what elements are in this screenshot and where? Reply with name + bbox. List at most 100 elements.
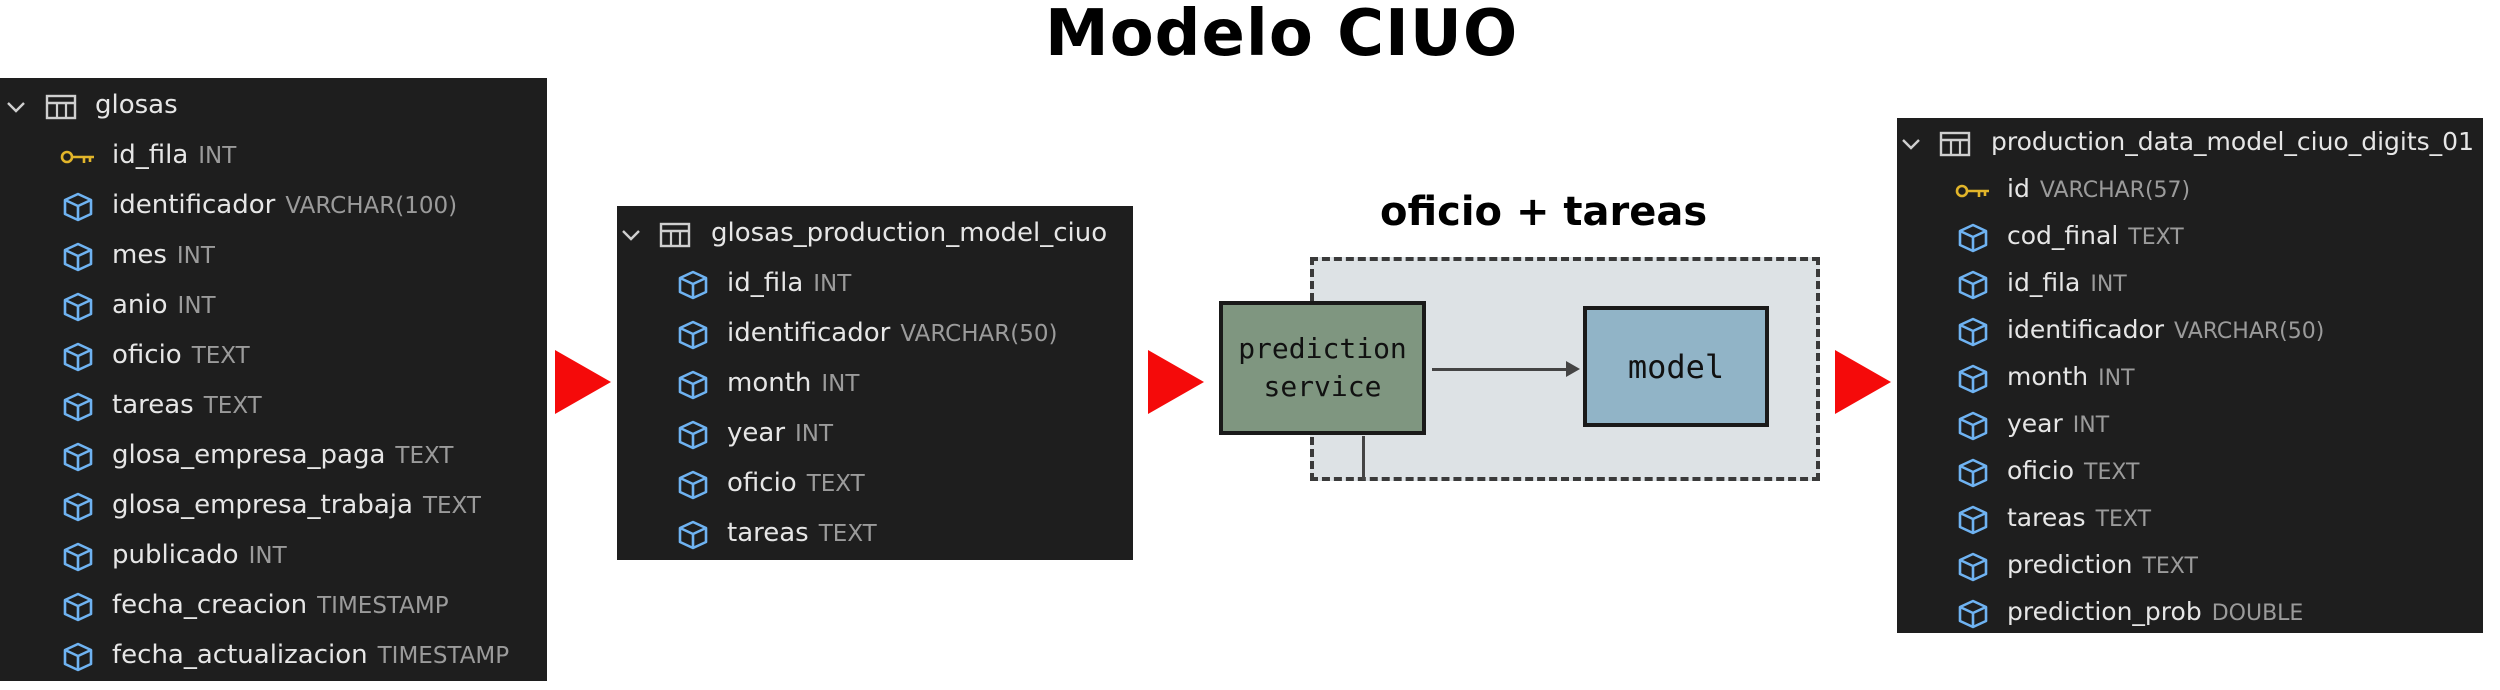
column-icon (62, 642, 94, 672)
column-icon (62, 192, 94, 222)
table-row[interactable]: mes INT (0, 232, 547, 282)
table-row[interactable]: identificador VARCHAR(100) (0, 182, 547, 232)
column-type: TEXT (395, 443, 454, 469)
column-icon (62, 492, 94, 522)
column-name-text: identificador (112, 190, 276, 220)
table-row[interactable]: glosa_empresa_trabaja TEXT (0, 482, 547, 532)
column-icon (677, 270, 709, 300)
table-header[interactable]: glosas (0, 82, 547, 132)
column-type: INT (813, 271, 852, 297)
table-name: production_data_model_ciuo_digits_01 (1991, 126, 2474, 156)
table-row[interactable]: tareas TEXT (1897, 496, 2483, 543)
column-icon (677, 420, 709, 450)
column-type: TEXT (2128, 224, 2184, 250)
column-name-text: prediction_prob (2007, 596, 2202, 626)
diagram-title: Modelo CIUO (1045, 0, 1519, 71)
column-type: INT (2098, 365, 2135, 391)
flow-arrow (1835, 350, 1891, 414)
column-name-text: cod_final (2007, 220, 2119, 250)
column-type: INT (795, 421, 834, 447)
column-name-text: identificador (2007, 314, 2165, 344)
table-row[interactable]: id_fila INT (617, 260, 1133, 310)
column-name: glosa_empresa_trabaja TEXT (112, 490, 481, 520)
input-fields-label: oficio + tareas (1380, 189, 1708, 235)
column-name-text: identificador (727, 318, 891, 348)
column-icon (1957, 411, 1989, 441)
primary-key-icon (1955, 182, 1991, 200)
column-type: INT (177, 293, 216, 319)
chevron-down-icon[interactable] (6, 100, 26, 114)
column-type: TIMESTAMP (317, 593, 449, 619)
column-name: identificador VARCHAR(100) (112, 190, 457, 220)
table-row[interactable]: id_fila INT (0, 132, 547, 182)
column-type: TEXT (191, 343, 250, 369)
column-name-text: id_fila (112, 140, 189, 170)
primary-key-icon (60, 148, 96, 166)
table-row[interactable]: cod_final TEXT (1897, 214, 2483, 261)
column-type: INT (176, 243, 215, 269)
column-name-text: id_fila (727, 268, 804, 298)
column-name-text: tareas (2007, 502, 2086, 532)
model-label: model (1627, 347, 1725, 386)
column-name-text: mes (112, 240, 167, 270)
column-type: VARCHAR(100) (285, 193, 458, 219)
connector-arrowhead (1566, 361, 1580, 377)
column-name-text: glosa_empresa_trabaja (112, 490, 413, 520)
table-row[interactable]: anio INT (0, 282, 547, 332)
column-name: anio INT (112, 290, 216, 320)
column-name-text: anio (112, 290, 168, 320)
column-name: tareas TEXT (2007, 503, 2151, 532)
column-type: TEXT (2095, 506, 2152, 532)
column-name: id_fila INT (727, 268, 851, 298)
chevron-down-icon[interactable] (1901, 137, 1921, 151)
column-name: mes INT (112, 240, 215, 270)
column-icon (1957, 223, 1989, 253)
table-row[interactable]: month INT (1897, 355, 2483, 402)
column-icon (677, 470, 709, 500)
column-type: TEXT (422, 493, 481, 519)
column-name-text: month (2007, 361, 2089, 391)
column-icon (1957, 364, 1989, 394)
column-icon (62, 292, 94, 322)
column-icon (1957, 505, 1989, 535)
prediction-service-label-line: service (1263, 370, 1382, 403)
column-name-text: oficio (727, 468, 797, 498)
column-icon (1957, 599, 1989, 629)
chevron-down-icon[interactable] (621, 228, 641, 242)
table-header[interactable]: glosas_production_model_ciuo (617, 210, 1133, 260)
table-header[interactable]: production_data_model_ciuo_digits_01 (1897, 120, 2483, 167)
table-icon (1939, 131, 1971, 157)
prediction-service-box: prediction service (1219, 301, 1426, 435)
column-type: INT (198, 143, 237, 169)
